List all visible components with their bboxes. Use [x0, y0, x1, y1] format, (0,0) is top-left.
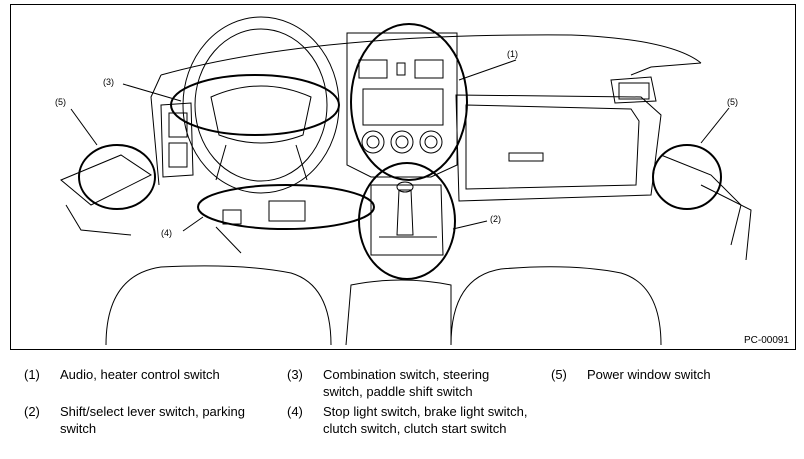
legend-number: (2)	[24, 404, 40, 419]
callout-4: (4)	[161, 228, 172, 238]
callout-5-left: (5)	[55, 97, 66, 107]
callout-2: (2)	[490, 214, 501, 224]
legend-text: Audio, heater control switch	[60, 367, 220, 382]
legend-text: Stop light switch, brake light switch, c…	[323, 404, 528, 436]
legend-number: (1)	[24, 367, 40, 382]
callout-5-right: (5)	[727, 97, 738, 107]
legend-number: (3)	[287, 367, 303, 382]
figure-code: PC-00091	[743, 335, 789, 346]
dashboard-illustration: (1) (2) (3) (4) (5) (5) PC-00091	[10, 4, 796, 350]
legend-number: (4)	[287, 404, 303, 419]
dashboard-drawing	[60, 16, 752, 346]
legend-number: (5)	[551, 367, 567, 382]
legend-text: Combination switch, steering switch, pad…	[323, 367, 490, 399]
callout-1: (1)	[507, 49, 518, 59]
callout-3: (3)	[103, 77, 114, 87]
legend-text: Power window switch	[587, 367, 711, 382]
legend-text: Shift/select lever switch, parking switc…	[60, 404, 245, 436]
